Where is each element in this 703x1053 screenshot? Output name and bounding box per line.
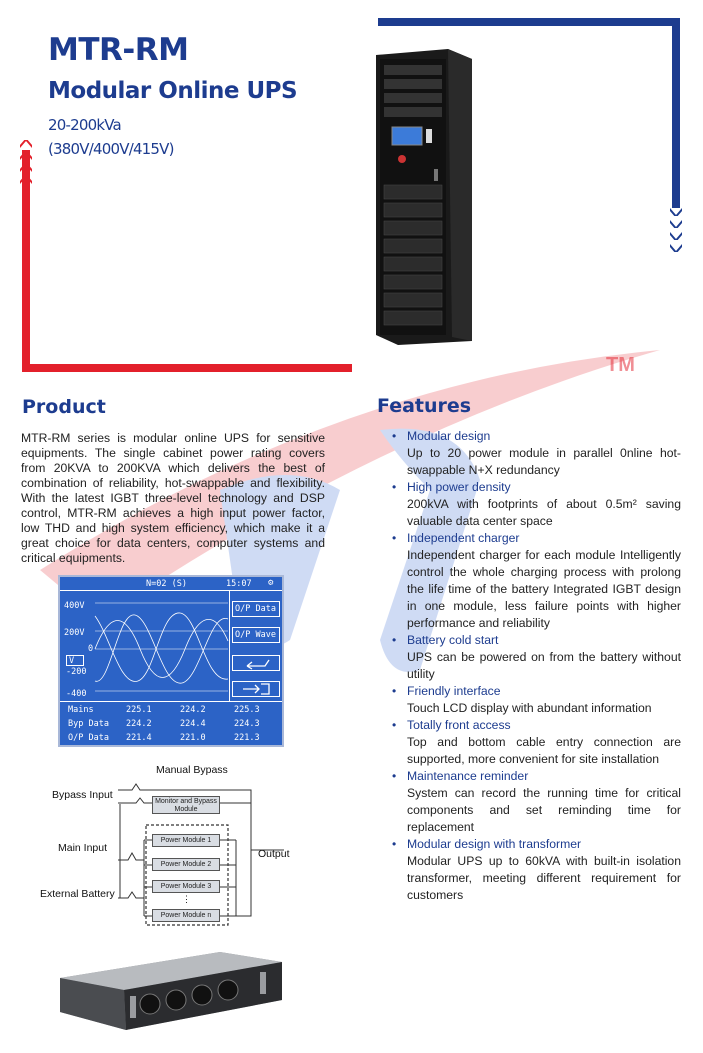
power-module-3-box: Power Module 3 [152, 880, 220, 893]
red-frame-vertical [22, 150, 30, 372]
feature-description: Top and bottom cable entry connection ar… [407, 735, 681, 766]
power-module-1-box: Power Module 1 [152, 834, 220, 847]
label-output: Output [258, 848, 290, 860]
y-tick-neg400: -400 [66, 689, 87, 699]
lcd-time: 15:07 [226, 579, 252, 589]
waveform-plot [94, 602, 229, 692]
op-wave-button[interactable]: O/P Wave [232, 627, 280, 643]
y-tick-0: 0 [88, 644, 94, 654]
unit-toggle-button[interactable]: V [66, 655, 84, 666]
diagram-wires [118, 783, 284, 926]
feature-title: Maintenance reminder [407, 769, 529, 783]
more-modules-ellipsis: ⋮ [182, 894, 191, 904]
blue-frame-horizontal [378, 18, 680, 26]
feature-title: Independent charger [407, 531, 520, 545]
power-range: 20-200kVa [48, 116, 122, 134]
chevron-up-icon [20, 152, 32, 160]
y-tick-neg200: -200 [66, 667, 87, 677]
chevron-up-icon [20, 164, 32, 172]
output-value-3: 221.3 [234, 733, 260, 743]
lcd-status: N=02 (S) [146, 579, 187, 589]
trademark-mark: TM [606, 354, 635, 376]
feature-description: Up to 20 power module in parallel 0nline… [407, 446, 681, 477]
feature-title: Friendly interface [407, 684, 501, 698]
product-description: MTR-RM series is modular online UPS for … [21, 431, 325, 565]
row-label-bypass: Byp Data [68, 719, 109, 729]
bypass-value-1: 224.2 [126, 719, 152, 729]
chevron-up-icon [20, 176, 32, 184]
feature-item: High power density 200kVA with footprints… [392, 479, 681, 530]
chevron-up-icon [20, 140, 32, 148]
feature-description: Modular UPS up to 60kVA with built-in is… [407, 854, 681, 902]
feature-description: 200kVA with footprints of about 0.5m² sa… [407, 497, 681, 528]
bypass-value-2: 224.4 [180, 719, 206, 729]
y-tick-400: 400V [64, 601, 85, 611]
power-module-2-box: Power Module 2 [152, 858, 220, 871]
bypass-value-3: 224.3 [234, 719, 260, 729]
feature-description: Independent charger for each module Inte… [407, 548, 681, 630]
red-frame-horizontal [22, 364, 352, 372]
label-bypass-input: Bypass Input [52, 789, 113, 801]
lcd-status-bar [60, 577, 282, 591]
label-external-battery: External Battery [40, 888, 115, 900]
label-main-input: Main Input [58, 842, 108, 854]
ups-cabinet-image [376, 49, 472, 345]
product-heading: Product [22, 396, 106, 418]
feature-description: System can record the running time for c… [407, 786, 681, 834]
features-heading: Features [377, 395, 472, 417]
mains-value-3: 225.3 [234, 705, 260, 715]
feature-title: High power density [407, 480, 511, 494]
label-manual-bypass: Manual Bypass [156, 764, 228, 776]
feature-title: Totally front access [407, 718, 511, 732]
chevron-down-icon [670, 208, 682, 216]
mains-value-1: 225.1 [126, 705, 152, 715]
power-module-n-box: Power Module n [152, 909, 220, 922]
back-arrow-button[interactable] [232, 655, 280, 671]
lcd-plot-area [60, 591, 230, 701]
exit-icon [243, 683, 270, 695]
feature-item: Modular design Up to 20 power module in p… [392, 428, 681, 479]
system-block-diagram: Manual Bypass Bypass Input Main Input Ex… [36, 760, 326, 935]
feature-description: Touch LCD display with abundant informat… [407, 701, 652, 715]
lcd-table-divider [60, 701, 282, 702]
exit-button[interactable] [232, 681, 280, 697]
feature-title: Modular design with transformer [407, 837, 582, 851]
op-data-button[interactable]: O/P Data [232, 601, 280, 617]
monitor-bypass-module-box: Monitor and Bypass Module [152, 796, 220, 814]
output-value-1: 221.4 [126, 733, 152, 743]
mains-value-2: 224.2 [180, 705, 206, 715]
output-value-2: 221.0 [180, 733, 206, 743]
voltage-spec: (380V/400V/415V) [48, 140, 174, 158]
features-list: Modular design Up to 20 power module in p… [392, 428, 681, 904]
product-title: MTR-RM [48, 32, 189, 68]
lcd-display: N=02 (S) 15:07 ⚙ 400V 200V 0 V -200 -400… [58, 575, 284, 747]
row-label-output: O/P Data [68, 733, 109, 743]
feature-title: Battery cold start [407, 633, 499, 647]
row-label-mains: Mains [68, 705, 94, 715]
blue-frame-vertical [672, 18, 680, 208]
settings-icon: ⚙ [268, 578, 274, 588]
chevron-down-icon [670, 232, 682, 240]
power-module-image [60, 952, 282, 1030]
feature-description: UPS can be powered on from the battery w… [407, 650, 681, 681]
feature-title: Modular design [407, 429, 491, 443]
product-subtitle: Modular Online UPS [48, 78, 298, 104]
chevron-down-icon [670, 244, 682, 252]
chevron-down-icon [670, 220, 682, 228]
y-tick-200: 200V [64, 628, 85, 638]
return-icon [246, 659, 270, 670]
